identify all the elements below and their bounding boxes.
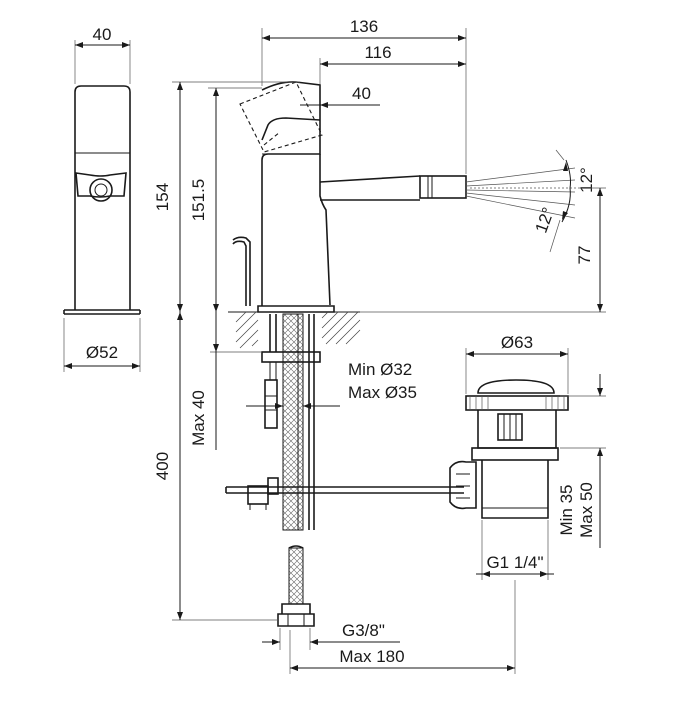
dim-lever-offset: 40 [300, 84, 380, 108]
dim-lever-offset-label: 40 [352, 84, 371, 103]
dim-waste-thread-label: G1 1/4" [486, 553, 543, 572]
dim-hose-length: 400 [153, 312, 278, 621]
mixer-base [257, 305, 335, 313]
dim-waste-diameter: Ø63 [465, 333, 569, 394]
dim-swivel-angle-top-label: 12° [577, 167, 596, 193]
under-counter-assembly [225, 313, 464, 627]
dim-waste-range: Min 35 Max 50 [557, 374, 606, 548]
lower-hose [288, 547, 304, 605]
rod-clamp-screw [267, 477, 279, 495]
dim-spout-length-label: 116 [364, 43, 391, 62]
spout [319, 175, 421, 201]
dim-body-height-label: 151.5 [189, 179, 208, 222]
dim-max-deck: Max 40 [189, 312, 262, 450]
waste-assembly [449, 379, 569, 519]
mixer-body-right [319, 154, 331, 306]
dim-inlet-thread: G3/8" [262, 621, 400, 650]
popup-rod [232, 236, 251, 306]
dim-waste-thread: G1 1/4" [476, 520, 554, 580]
mixer-body [261, 81, 321, 306]
waste-nut [471, 447, 559, 461]
dim-side-width: 40 [74, 25, 131, 84]
dim-side-diameter-label: Ø52 [86, 343, 118, 362]
dim-max-deck-label: Max 40 [189, 390, 208, 446]
fixing-nut [261, 351, 321, 363]
front-view [232, 81, 580, 313]
side-view-knob-ring [89, 178, 113, 202]
dim-waste-diameter-label: Ø63 [501, 333, 533, 352]
dim-side-diameter: Ø52 [63, 318, 141, 372]
side-view-knob-center [94, 183, 108, 197]
dim-hole: Min Ø32 Max Ø35 [246, 360, 417, 409]
dim-max-rod: Max 180 [289, 580, 516, 674]
waste-tail [481, 460, 549, 519]
dim-overall-length-label: 136 [350, 17, 378, 36]
dim-spout-height-label: 77 [575, 246, 594, 265]
dim-waste-min-label: Min 35 [557, 484, 576, 535]
dim-side-width-label: 40 [93, 25, 112, 44]
dim-max-rod-label: Max 180 [339, 647, 404, 666]
waste-knob [449, 460, 477, 510]
dim-spout-length: 116 [319, 43, 466, 84]
dim-swivel-angle-bottom-label: 12° [532, 205, 559, 236]
side-view [63, 85, 141, 315]
side-view-knob [75, 172, 127, 198]
dim-hole-min-label: Min Ø32 [348, 360, 412, 379]
lever-handle [261, 117, 321, 141]
dim-total-height-label: 154 [153, 183, 172, 211]
dim-overall-length: 136 [261, 17, 467, 174]
lever-handle-rotated [239, 81, 323, 153]
dim-body-height: 151.5 [189, 87, 262, 312]
waste-flange [465, 395, 569, 411]
dim-hose-length-label: 400 [153, 452, 172, 480]
waste-body [477, 410, 557, 449]
waste-cap [477, 379, 555, 394]
spray-lines [465, 167, 580, 219]
inlet-fitting [277, 603, 315, 627]
dim-inlet-thread-label: G3/8" [342, 621, 385, 640]
side-view-base [63, 309, 141, 315]
dim-waste-max-label: Max 50 [577, 482, 596, 538]
side-view-body [74, 85, 131, 310]
counter-surface [228, 311, 361, 349]
dim-hole-max-label: Max Ø35 [348, 383, 417, 402]
dim-total-height: 154 [153, 81, 300, 312]
nozzle [419, 175, 467, 199]
rod-clamp [247, 485, 269, 505]
flexible-hose [282, 313, 304, 531]
dim-spout-height: 77 [360, 187, 606, 313]
